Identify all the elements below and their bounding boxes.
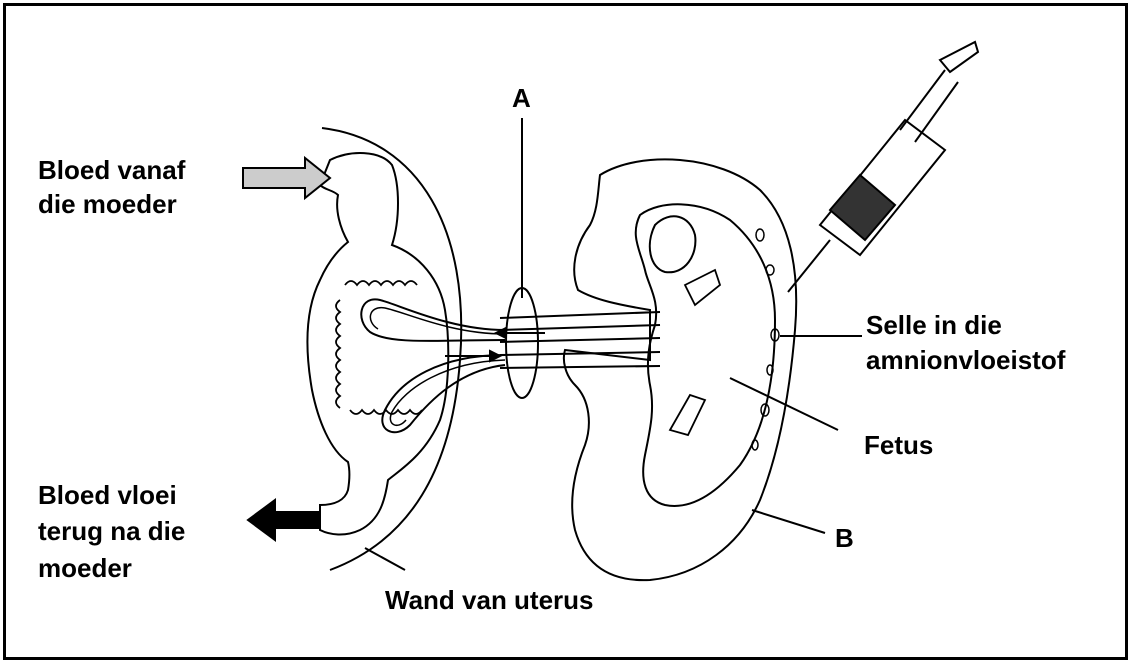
chorionic-villi bbox=[336, 281, 422, 414]
label-blood-out-line2: terug na die bbox=[38, 516, 185, 546]
amniotic-sac-outline bbox=[564, 159, 796, 580]
label-blood-in-line1: Bloed vanaf bbox=[38, 155, 185, 185]
uterus-wall-pointer bbox=[365, 548, 405, 570]
fetus-inner-outline bbox=[636, 204, 775, 506]
label-cells-line1: Selle in die bbox=[866, 310, 1002, 340]
vessel-loop-lower bbox=[382, 355, 505, 432]
umbilical-cord bbox=[500, 312, 660, 368]
label-b: B bbox=[835, 523, 854, 553]
uterus-wall-curve bbox=[322, 128, 461, 570]
label-cells-line2: amnionvloeistof bbox=[866, 345, 1065, 375]
vessel-loop-upper-inner bbox=[370, 308, 505, 334]
fetus-pointer bbox=[730, 378, 838, 430]
blood-in-arrow bbox=[243, 158, 330, 198]
fetus-limb-lower bbox=[670, 395, 705, 435]
syringe bbox=[788, 42, 978, 292]
placenta-outline bbox=[307, 153, 448, 535]
label-fetus: Fetus bbox=[864, 430, 933, 460]
label-blood-out-line1: Bloed vloei bbox=[38, 480, 177, 510]
fetus-head bbox=[650, 216, 696, 272]
vessel-loop-lower-inner bbox=[390, 360, 505, 425]
label-blood-in-line2: die moeder bbox=[38, 189, 177, 219]
label-b-pointer bbox=[752, 510, 825, 533]
label-a: A bbox=[512, 83, 531, 113]
fetus-limb-upper bbox=[685, 270, 720, 305]
label-blood-out-line3: moeder bbox=[38, 553, 132, 583]
vessel-loop-upper bbox=[361, 299, 505, 341]
label-a-ellipse bbox=[506, 288, 538, 398]
blood-out-arrow bbox=[248, 500, 318, 540]
label-uterus-wall: Wand van uterus bbox=[385, 585, 594, 615]
